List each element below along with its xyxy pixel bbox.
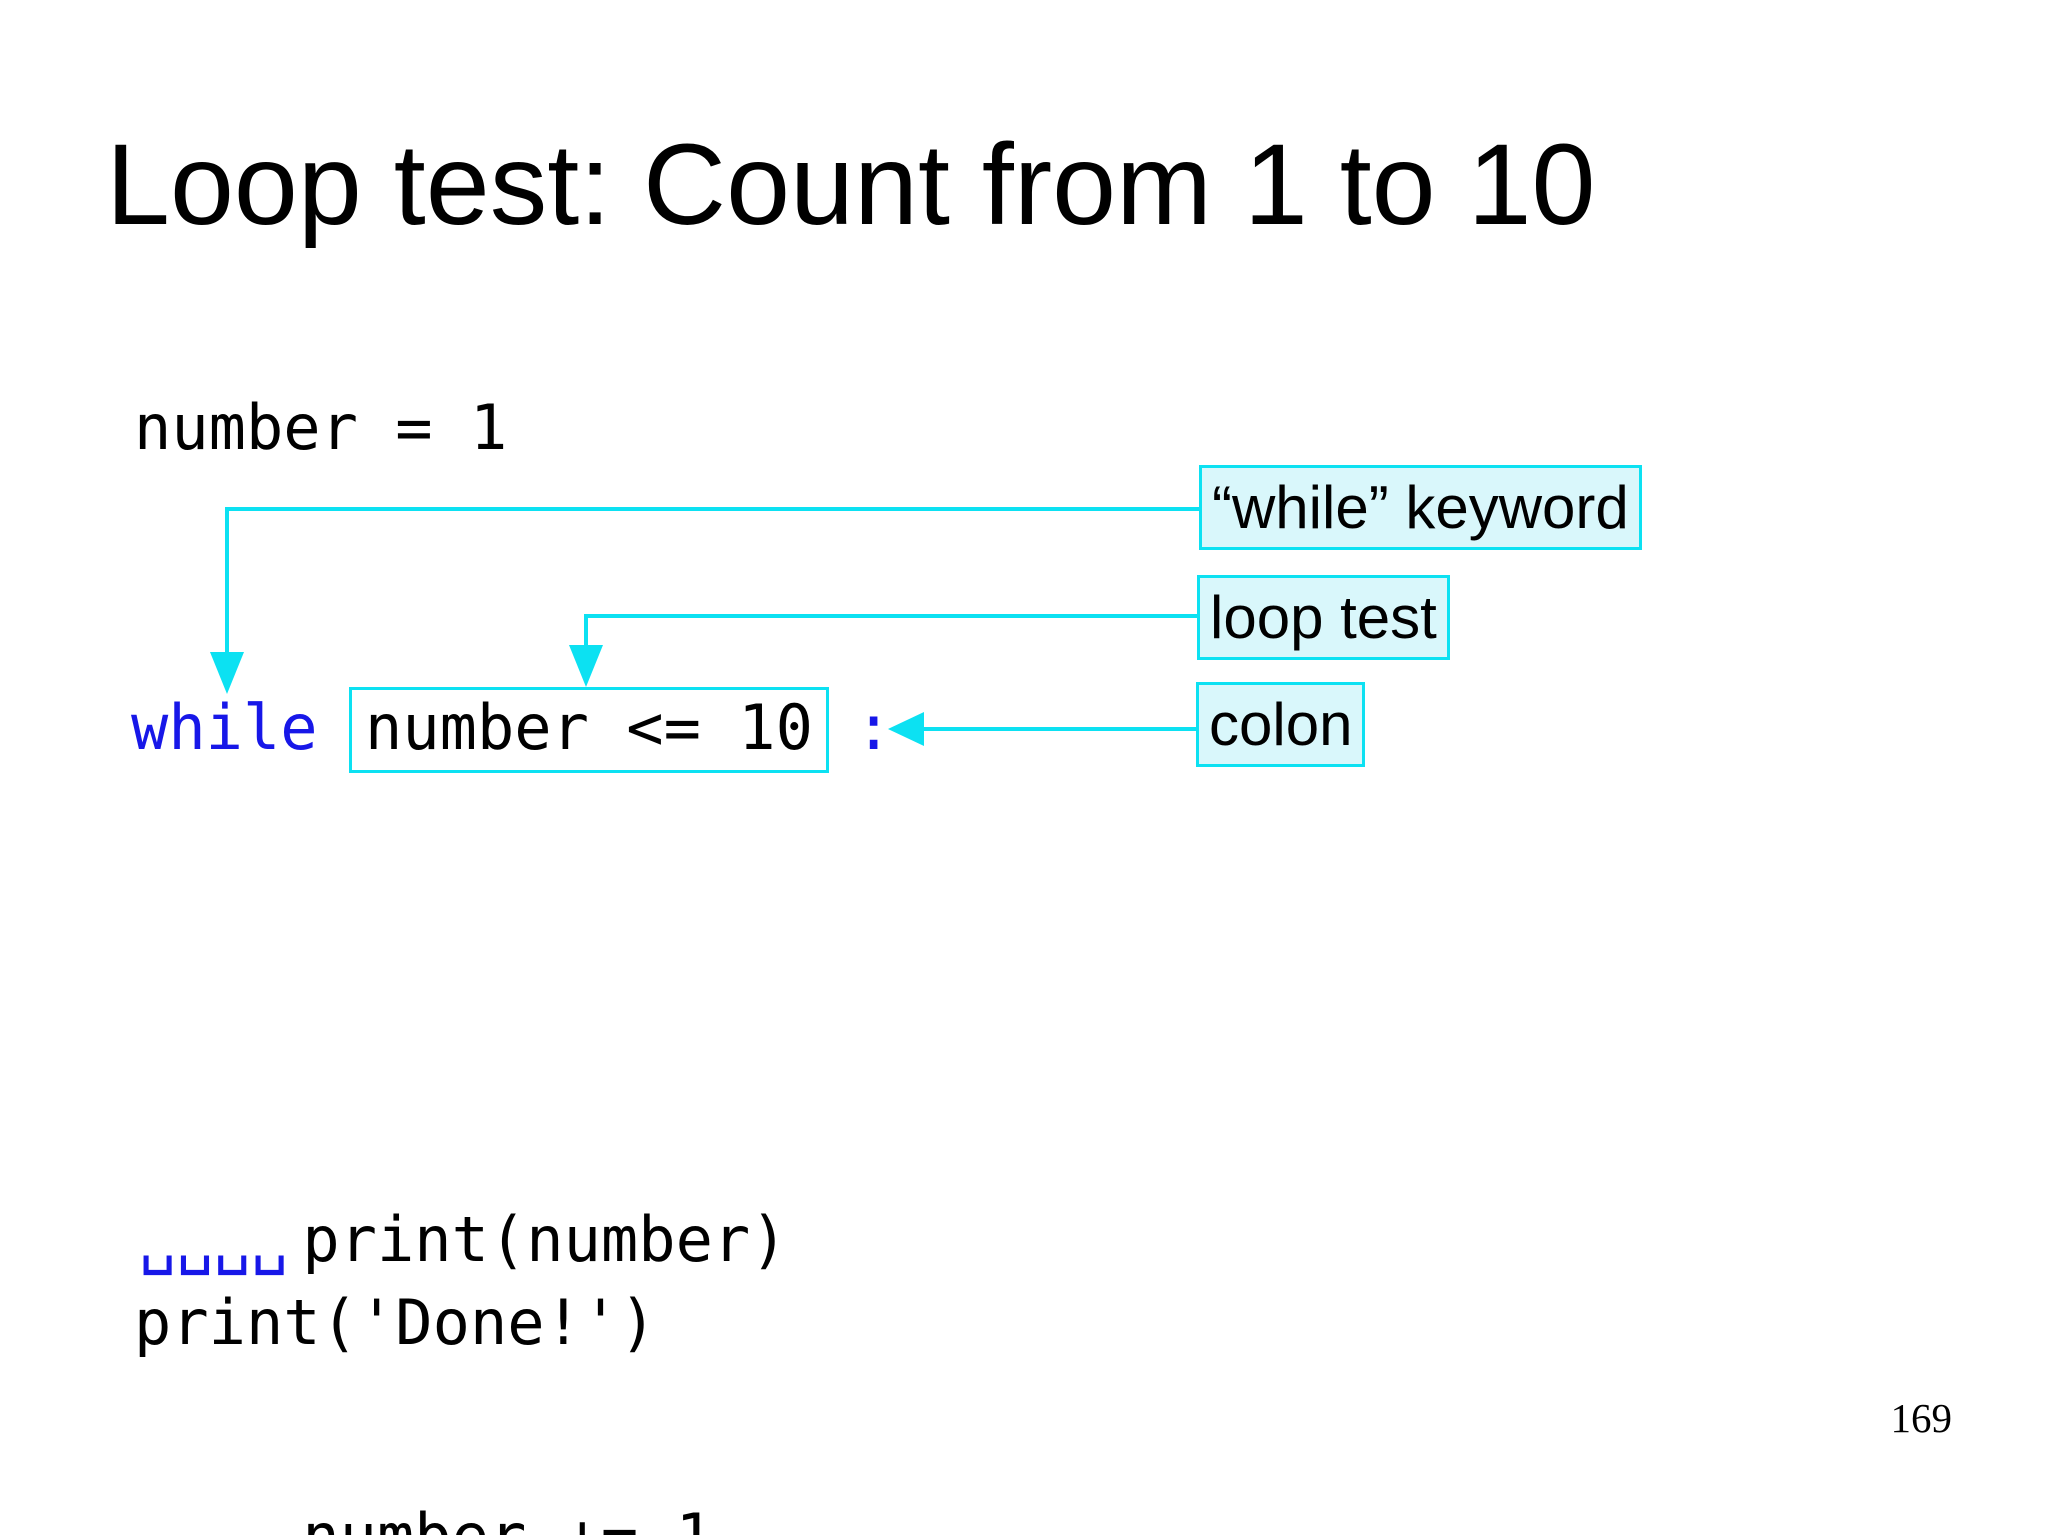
code-body-line-2: ␣␣␣␣ number += 1 [139, 1487, 788, 1535]
connector-looptest-horizontal [584, 614, 1197, 618]
connector-while-horizontal [225, 507, 1199, 511]
code-loop-test-expression: number <= 10 [365, 691, 813, 764]
code-body-line-1: ␣␣␣␣print(number) [139, 1190, 788, 1289]
connector-looptest-vertical [584, 614, 588, 646]
callout-while-keyword: “while” keyword [1199, 465, 1642, 550]
code-loop-body: ␣␣␣␣print(number) ␣␣␣␣number += 1 [139, 992, 788, 1535]
arrowhead-down-looptest [569, 645, 603, 687]
page-number: 169 [1890, 1395, 1953, 1441]
arrowhead-down-while [210, 652, 244, 694]
callout-loop-test: loop test [1197, 575, 1450, 660]
indent-marker-2: ␣␣␣␣ [139, 1500, 288, 1535]
code-line-done: print('Done!') [134, 1286, 657, 1359]
code-while-keyword: while [131, 691, 318, 764]
callout-colon: colon [1196, 682, 1366, 767]
code-line-assignment: number = 1 [134, 391, 508, 464]
connector-colon-horizontal [920, 727, 1196, 731]
indent-marker-1: ␣␣␣␣ [139, 1203, 289, 1276]
code-print-number: print(number) [302, 1203, 788, 1276]
code-colon: : [855, 691, 893, 764]
slide-title: Loop test: Count from 1 to 10 [106, 121, 1596, 249]
connector-while-vertical [225, 507, 229, 653]
arrowhead-left-colon [888, 712, 924, 746]
loop-test-highlight-box: number <= 10 [349, 687, 829, 773]
code-increment: number += 1 [302, 1500, 713, 1535]
